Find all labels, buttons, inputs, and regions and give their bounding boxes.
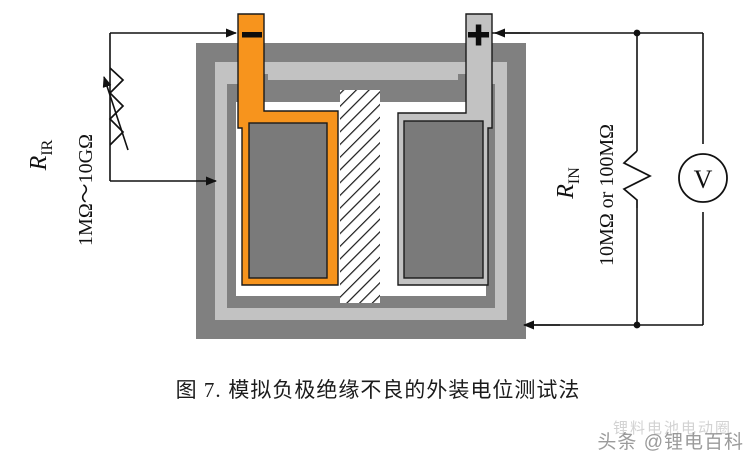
separator	[340, 90, 380, 303]
figure-caption: 图 7. 模拟负极绝缘不良的外装电位测试法	[0, 374, 756, 404]
variable-resistor-zigzag	[108, 67, 125, 146]
left-circuit	[102, 28, 237, 186]
watermark-background: 锂料电池电动圈	[612, 420, 732, 437]
cell-notch-left	[215, 62, 241, 84]
negative-terminal-sign	[242, 32, 262, 38]
positive-terminal-sign	[468, 24, 489, 46]
right-circuit: V	[492, 28, 728, 330]
battery-potential-test-diagram: RIR 1MΩ～10GΩ	[26, 13, 728, 339]
diagram-canvas: RIR 1MΩ～10GΩ	[26, 13, 728, 339]
node-dot-top	[633, 29, 641, 37]
cell-cap-bar	[268, 63, 458, 80]
figure-caption-prefix: 图 7.	[175, 378, 222, 402]
node-dot-bottom	[633, 321, 641, 329]
left-resistor-value: 1MΩ～10GΩ	[75, 134, 97, 246]
variable-resistor-arrow	[102, 76, 129, 151]
positive-electrode	[403, 120, 484, 279]
right-resistor-value: 10MΩ or 100MΩ	[596, 124, 618, 266]
voltmeter-circle	[678, 153, 728, 203]
watermark: 头条 @锂电百科	[597, 432, 744, 453]
left-resistor-symbol: RIR	[26, 139, 56, 171]
negative-electrode	[248, 122, 328, 279]
input-resistor-zigzag	[622, 150, 652, 208]
right-resistor-symbol: RIN	[553, 167, 583, 200]
right-resistor-label-group: RIN 10MΩ or 100MΩ	[553, 124, 618, 266]
figure-caption-text: 模拟负极绝缘不良的外装电位测试法	[228, 379, 581, 402]
left-resistor-label-group: RIR 1MΩ～10GΩ	[26, 134, 97, 246]
voltmeter-label: V	[694, 165, 713, 194]
